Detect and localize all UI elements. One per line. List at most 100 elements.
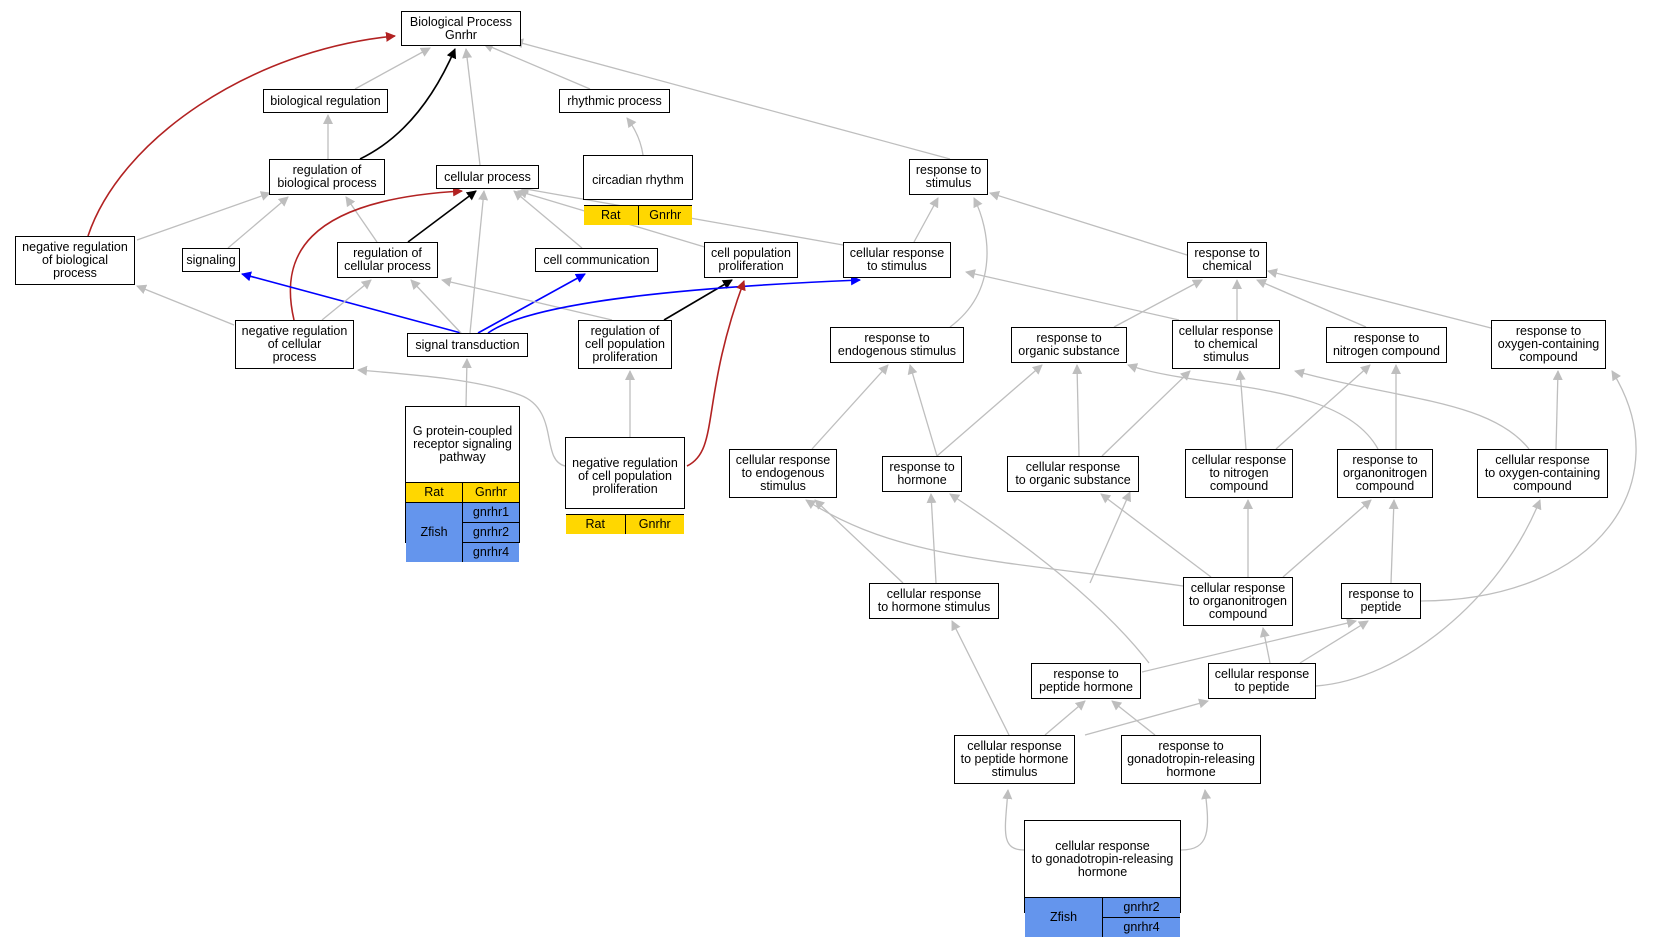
- edge-32: [1113, 279, 1203, 328]
- edge-67: [1180, 789, 1212, 851]
- edge-24: [441, 277, 613, 321]
- gene-cell: Gnrhr: [624, 514, 684, 534]
- species-rat: Rat: [406, 482, 463, 503]
- node-response-to-peptide-hormone: response to peptide hormone: [1031, 663, 1141, 699]
- node-cell-population-proliferation: cell population proliferation: [704, 242, 798, 278]
- node-negative-regulation-of-biological-process: negative regulation of biological proces…: [15, 236, 135, 285]
- edge-37: [811, 364, 889, 450]
- species-zfish: Zfish: [406, 502, 463, 562]
- node-cell-communication: cell communication: [535, 248, 658, 272]
- node-label: circadian rhythm: [592, 173, 684, 187]
- node-negative-regulation-of-cellular-process: negative regulation of cellular process: [235, 320, 354, 369]
- annotation-table: Rat Gnrhr: [584, 205, 692, 225]
- node-biological-regulation: biological regulation: [263, 89, 388, 113]
- edge-1: [483, 42, 591, 90]
- edge-22: [321, 279, 372, 321]
- gene-cell: gnrhr4: [1102, 917, 1180, 937]
- node-response-to-nitrogen-compound: response to nitrogen compound: [1326, 327, 1447, 363]
- edge-15: [913, 197, 939, 243]
- edge-26: [136, 284, 235, 326]
- edge-59: [1259, 627, 1271, 664]
- edge-7: [626, 117, 644, 156]
- node-negative-regulation-of-cell-population-proliferation: negative regulation of cell population p…: [565, 437, 685, 534]
- node-regulation-of-cell-population-proliferation: regulation of cell population proliferat…: [578, 320, 672, 369]
- gene-cell: Gnrhr: [637, 205, 692, 225]
- node-rhythmic-process: rhythmic process: [559, 89, 670, 113]
- node-response-to-stimulus: response to stimulus: [909, 159, 988, 195]
- edge-51: [1100, 493, 1212, 578]
- edge-12: [513, 190, 583, 249]
- edge-61: [1315, 499, 1542, 687]
- edge-30: [357, 365, 566, 467]
- edge-39: [936, 364, 1043, 457]
- edge-56: [1420, 370, 1637, 602]
- edge-41: [1101, 370, 1191, 457]
- edge-8: [136, 191, 271, 241]
- edge-60: [1299, 620, 1369, 664]
- edge-19: [410, 279, 462, 334]
- edge-10: [345, 196, 378, 243]
- node-cellular-response-to-hormone-stimulus: cellular response to hormone stimulus: [869, 583, 999, 619]
- edge-layer: [87, 31, 1637, 851]
- edge-35: [1256, 278, 1367, 328]
- node-biological-process: Biological Process Gnrhr: [401, 11, 521, 46]
- node-regulation-of-biological-process: regulation of biological process: [269, 159, 385, 195]
- edge-57: [949, 493, 1150, 664]
- node-cellular-response-to-organonitrogen-compound: cellular response to organonitrogen comp…: [1183, 577, 1293, 626]
- edge-48: [1089, 491, 1131, 584]
- edge-16: [989, 190, 1188, 256]
- gene-cell: Gnrhr: [462, 482, 519, 503]
- edge-11: [407, 190, 477, 243]
- edge-50: [926, 493, 937, 584]
- edge-17: [289, 186, 463, 321]
- edge-21: [469, 190, 489, 334]
- node-response-to-chemical: response to chemical: [1187, 242, 1267, 278]
- edge-0: [354, 47, 431, 90]
- gene-cell: gnrhr4: [462, 542, 519, 562]
- edge-34: [965, 269, 1180, 321]
- gene-cell: gnrhr2: [462, 522, 519, 543]
- node-response-to-endogenous-stimulus: response to endogenous stimulus: [830, 327, 964, 363]
- edge-66: [1002, 789, 1025, 851]
- node-cellular-response-to-peptide-hormone-stimulus: cellular response to peptide hormone sti…: [954, 735, 1075, 784]
- node-cellular-process: cellular process: [436, 165, 539, 189]
- edge-42: [1235, 370, 1247, 450]
- edge-53: [1282, 499, 1372, 578]
- node-cellular-response-to-oxygen-containing-compound: cellular response to oxygen-containing c…: [1477, 449, 1608, 498]
- edge-65: [1111, 700, 1156, 736]
- node-label: negative regulation of cell population p…: [572, 455, 678, 496]
- node-response-to-hormone: response to hormone: [882, 456, 962, 492]
- gene-cell: gnrhr1: [462, 502, 519, 523]
- node-signal-transduction: signal transduction: [407, 333, 528, 357]
- node-regulation-of-cellular-process: regulation of cellular process: [337, 242, 438, 278]
- node-response-to-organonitrogen-compound: response to organonitrogen compound: [1337, 449, 1433, 498]
- node-label: G protein-coupled receptor signaling pat…: [412, 424, 513, 464]
- edge-23: [663, 279, 733, 321]
- node-response-to-oxygen-containing-compound: response to oxygen-containing compound: [1491, 320, 1606, 369]
- edge-55: [1388, 499, 1399, 584]
- edge-9: [227, 196, 289, 249]
- edge-47: [1552, 370, 1563, 450]
- species-zfish: Zfish: [1025, 897, 1103, 937]
- edge-64: [1084, 698, 1209, 736]
- edge-20: [477, 273, 586, 334]
- edge-46: [1294, 368, 1530, 450]
- node-cellular-response-to-organic-substance: cellular response to organic substance: [1007, 456, 1139, 492]
- annotation-table: Rat Gnrhr: [566, 514, 684, 534]
- go-graph: Biological Process Gnrhr biological regu…: [15, 11, 1637, 937]
- edge-54: [805, 499, 1184, 587]
- edge-36: [1267, 268, 1492, 329]
- node-cellular-response-to-gonadotropin-releasing-hormone: cellular response to gonadotropin-releas…: [1024, 820, 1181, 937]
- species-rat: Rat: [584, 205, 638, 225]
- annotation-table: Rat Gnrhr Zfish gnrhr1 gnrhr2 gnrhr4: [406, 482, 519, 562]
- edge-27: [461, 358, 472, 407]
- edge-5: [87, 31, 396, 237]
- edge-44: [1127, 363, 1379, 450]
- annotation-table: Zfish gnrhr2 gnrhr4: [1025, 897, 1180, 937]
- node-circadian-rhythm: circadian rhythm Rat Gnrhr: [583, 155, 693, 225]
- node-cellular-response-to-chemical-stimulus: cellular response to chemical stimulus: [1172, 320, 1280, 369]
- edge-38: [907, 364, 938, 457]
- species-rat: Rat: [566, 514, 625, 534]
- node-label: cellular response to gonadotropin-releas…: [1031, 838, 1174, 879]
- edge-43: [1275, 364, 1371, 450]
